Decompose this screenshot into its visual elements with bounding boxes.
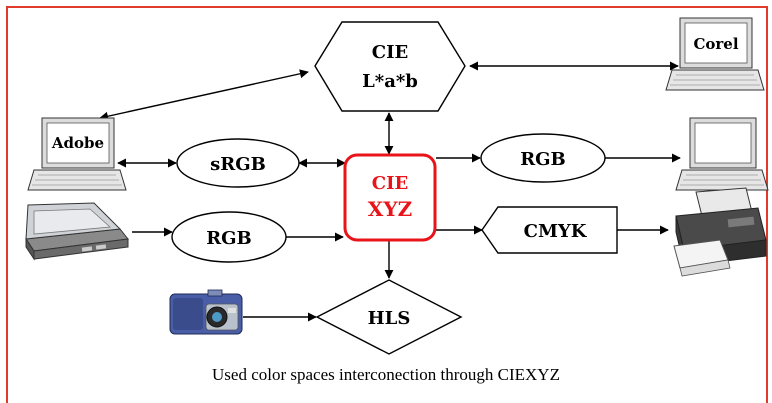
ellipse-shape	[480, 133, 606, 183]
node-rgb-input: RGB	[171, 211, 287, 263]
device-adobe-label: Adobe	[51, 134, 104, 152]
node-cmyk: CMYK	[481, 206, 618, 254]
node-rgb-output: RGB	[480, 133, 606, 183]
device-corel: Corel	[665, 17, 765, 91]
node-rgb-output-label: RGB	[520, 149, 566, 170]
ellipse-shape	[171, 211, 287, 263]
node-cie-lab-line1: CIE	[372, 42, 408, 63]
scanner-icon	[25, 202, 129, 261]
device-monitor	[675, 117, 769, 191]
node-hls-label: HLS	[368, 308, 411, 329]
device-printer	[673, 187, 767, 277]
edge-adobe-lab	[99, 69, 309, 121]
cmyk-shape	[481, 206, 618, 254]
printer-icon	[673, 187, 767, 277]
node-srgb: sRGB	[176, 138, 300, 188]
node-srgb-label: sRGB	[210, 154, 266, 175]
node-cie-xyz: CIE XYZ	[343, 153, 437, 242]
device-corel-label: Corel	[693, 35, 738, 53]
diagram-caption: Used color spaces interconection through…	[212, 365, 560, 384]
connectors	[99, 61, 681, 322]
ellipse-shape	[176, 138, 300, 188]
node-hls: HLS	[315, 279, 463, 355]
camera-icon	[169, 289, 243, 335]
device-adobe: Adobe	[27, 117, 127, 191]
laptop-icon	[27, 117, 127, 191]
hexagon-shape	[314, 21, 466, 112]
laptop-icon	[675, 117, 769, 191]
node-cmyk-label: CMYK	[524, 221, 588, 242]
device-camera	[169, 289, 243, 335]
device-scanner	[25, 202, 129, 261]
hub-box	[343, 153, 437, 242]
diamond-shape	[315, 279, 463, 355]
node-cie-xyz-line2: XYZ	[368, 197, 412, 221]
node-cie-xyz-line1: CIE	[372, 173, 408, 194]
node-cie-lab: CIE L*a*b	[314, 21, 466, 112]
diagram-frame	[6, 6, 768, 403]
laptop-icon	[665, 17, 765, 91]
node-cie-lab-line2: L*a*b	[362, 71, 418, 92]
node-rgb-input-label: RGB	[206, 228, 252, 249]
